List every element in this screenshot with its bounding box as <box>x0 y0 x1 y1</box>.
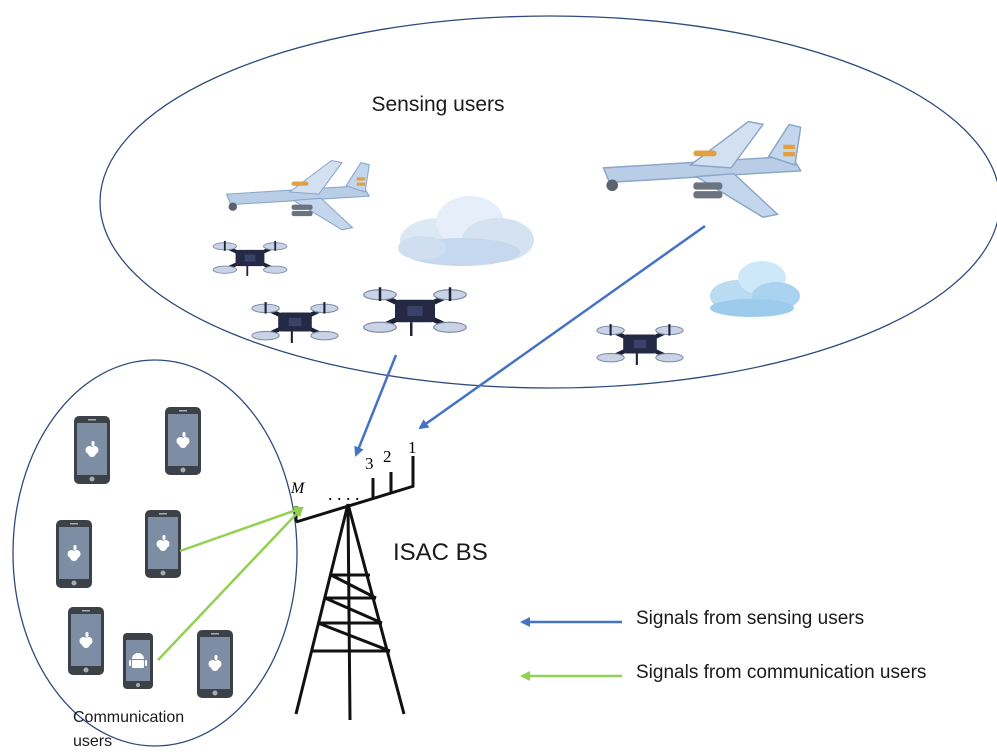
antenna-label-1: 1 <box>408 438 417 457</box>
legend: Signals from sensing users Signals from … <box>520 608 926 683</box>
legend-sensing-label: Signals from sensing users <box>636 608 864 629</box>
sensing-area-ellipse <box>99 15 997 389</box>
quadcopter-icon <box>597 324 683 365</box>
fixed-wing-drone-icon <box>225 159 370 231</box>
communication-signal-arrow <box>179 505 304 553</box>
communication-users-label: Communication <box>73 709 184 726</box>
smartphone-icon <box>197 630 233 698</box>
base-station-label: ISAC BS <box>393 539 488 566</box>
legend-communication-label: Signals from communication users <box>636 662 926 683</box>
antenna-ellipsis: . . . . <box>328 484 360 504</box>
smartphone-icon <box>145 510 181 578</box>
smartphone-icon <box>74 416 110 484</box>
antenna-label-m: M <box>290 480 306 497</box>
smartphone-icon <box>68 607 104 675</box>
cloud-icon <box>710 261 800 317</box>
communication-users-label-line2: users <box>73 733 112 750</box>
tower-icon <box>294 503 406 721</box>
android-phone-icon <box>123 633 153 689</box>
antenna-label-3: 3 <box>365 454 374 473</box>
smartphone-icon <box>56 520 92 588</box>
smartphone-icon <box>165 407 201 475</box>
sensing-signal-arrow <box>354 354 398 457</box>
quadcopter-icon <box>211 239 289 278</box>
cloud-icon <box>398 196 534 266</box>
antenna-label-2: 2 <box>383 447 392 466</box>
fixed-wing-drone-icon <box>602 120 802 218</box>
quadcopter-icon <box>364 287 467 336</box>
sensing-users-label: Sensing users <box>371 93 504 116</box>
communication-area-ellipse <box>12 359 298 747</box>
sensing-signal-arrow <box>418 224 706 430</box>
communication-signal-arrow <box>157 506 304 661</box>
quadcopter-icon <box>252 302 338 343</box>
